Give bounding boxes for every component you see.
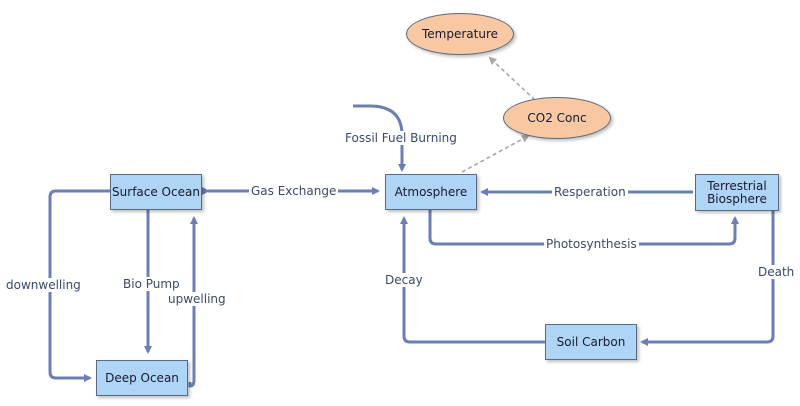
soil-carbon-label: Soil Carbon (556, 334, 626, 349)
resperation-label: Resperation (552, 185, 628, 199)
terrestrial-biosphere-label: Terrestrial Biosphere (707, 178, 767, 206)
temperature-label: Temperature (421, 27, 498, 41)
atmosphere-label: Atmosphere (394, 184, 468, 199)
link-co2-to-temperature (488, 56, 536, 101)
flow-death (640, 210, 775, 346)
fossil-fuel-burning-label: Fossil Fuel Burning (343, 131, 459, 145)
downwelling-label: downwelling (4, 278, 83, 292)
atmosphere-stock[interactable]: Atmosphere (385, 174, 477, 210)
flow-upwelling (188, 216, 198, 388)
deep-ocean-stock[interactable]: Deep Ocean (96, 360, 188, 396)
bio-pump-label: Bio Pump (121, 277, 182, 291)
upwelling-label: upwelling (166, 292, 228, 306)
surface-ocean-stock[interactable]: Surface Ocean (110, 174, 202, 210)
co2-conc-node[interactable]: CO2 Conc (503, 97, 611, 139)
surface-ocean-label: Surface Ocean (112, 184, 200, 199)
flow-decay (400, 216, 545, 344)
soil-carbon-stock[interactable]: Soil Carbon (545, 324, 637, 360)
gas-exchange-label: Gas Exchange (249, 184, 339, 198)
co2-conc-label: CO2 Conc (527, 111, 587, 125)
decay-label: Decay (383, 273, 425, 287)
terrestrial-biosphere-stock[interactable]: Terrestrial Biosphere (695, 174, 779, 211)
photosynthesis-label: Photosynthesis (544, 237, 639, 251)
death-label: Death (756, 265, 797, 279)
deep-ocean-label: Deep Ocean (105, 370, 179, 385)
temperature-node[interactable]: Temperature (406, 13, 514, 55)
link-atmosphere-to-co2 (461, 135, 530, 173)
